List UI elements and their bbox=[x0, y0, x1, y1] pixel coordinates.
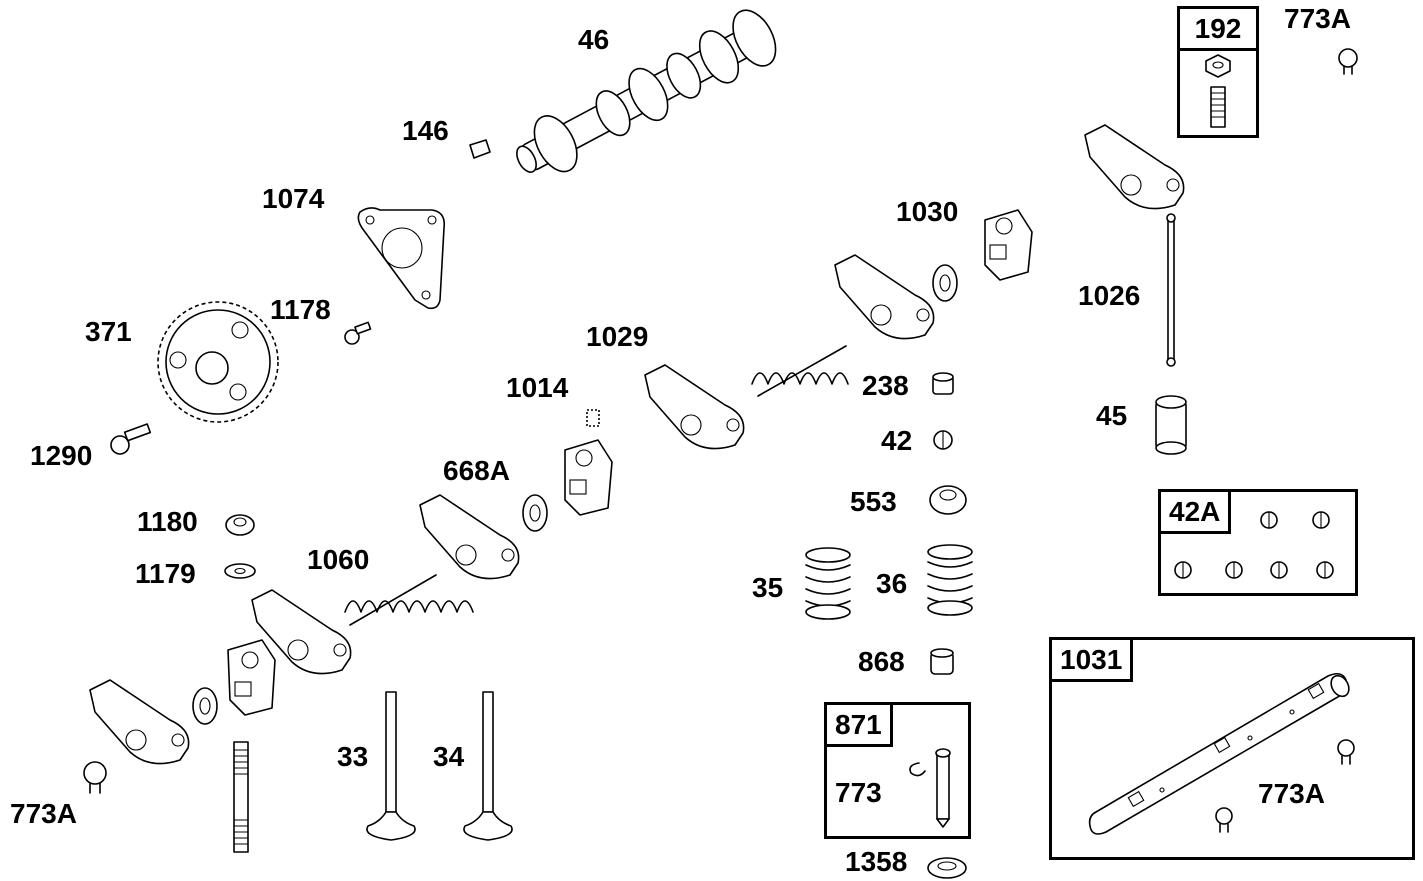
callout-46: 46 bbox=[578, 24, 610, 55]
callout-45: 45 bbox=[1096, 400, 1128, 431]
rocker-shaft-icon bbox=[1088, 672, 1355, 835]
adjuster-screw-icon bbox=[1205, 54, 1231, 128]
support-block-1 bbox=[227, 639, 276, 716]
retainer-part bbox=[929, 485, 967, 515]
support-block-3 bbox=[984, 209, 1033, 281]
callout-1180: 1180 bbox=[137, 506, 198, 537]
rocker-arm-1 bbox=[89, 679, 190, 765]
kit-label-42A: 42A bbox=[1158, 489, 1232, 534]
callout-868: 868 bbox=[858, 646, 905, 677]
kit-box-192: 192 bbox=[1177, 6, 1259, 138]
callout-1358: 1358 bbox=[845, 846, 908, 877]
retaining-ring-left-part bbox=[83, 761, 107, 794]
seal-part bbox=[930, 648, 954, 675]
rocker-arm-3 bbox=[419, 494, 520, 580]
washer-1358-part bbox=[927, 857, 967, 879]
callout-35: 35 bbox=[752, 572, 784, 603]
rocker-arm-2 bbox=[251, 589, 352, 675]
callout-36: 36 bbox=[876, 568, 908, 599]
camshaft-part bbox=[516, 9, 777, 173]
washer-1030-part bbox=[932, 264, 958, 302]
callout-1029: 1029 bbox=[586, 321, 649, 352]
spring-1060-part bbox=[344, 574, 474, 626]
callout-773: 773 bbox=[835, 777, 882, 808]
washer-668A-part bbox=[522, 494, 548, 532]
valve-33-part bbox=[366, 691, 416, 841]
nut-part bbox=[225, 514, 255, 536]
cap-part bbox=[932, 372, 954, 395]
rocker-arm-6 bbox=[1084, 124, 1185, 210]
callout-668A: 668A bbox=[443, 455, 510, 486]
callout-34: 34 bbox=[433, 741, 465, 772]
kit-label-192: 192 bbox=[1177, 6, 1259, 51]
rocker-arm-5 bbox=[834, 254, 935, 340]
valve-spring-35-part bbox=[805, 547, 851, 620]
callout-146: 146 bbox=[402, 115, 449, 146]
callout-238: 238 bbox=[862, 370, 909, 401]
callout-1014: 1014 bbox=[506, 372, 569, 403]
support-block-2 bbox=[564, 439, 613, 516]
key-part bbox=[469, 139, 491, 159]
valve-spring-36-part bbox=[927, 544, 973, 616]
callout-1179: 1179 bbox=[135, 558, 196, 589]
callout-773A-shaft: 773A bbox=[1258, 778, 1325, 809]
rocker-arm-4 bbox=[644, 364, 745, 450]
callout-1074: 1074 bbox=[262, 183, 325, 214]
gasket-part bbox=[357, 207, 446, 310]
bolt-1178-part bbox=[344, 321, 372, 345]
spring-1029-part bbox=[751, 345, 849, 397]
callout-1026: 1026 bbox=[1078, 280, 1141, 311]
valve-34-part bbox=[463, 691, 513, 841]
kit-label-1031: 1031 bbox=[1049, 637, 1134, 682]
kit-box-1031: 1031 773A bbox=[1049, 637, 1415, 860]
kit-box-871: 871 773 bbox=[824, 702, 971, 839]
tappet-part bbox=[1155, 395, 1187, 455]
kit-label-871: 871 bbox=[824, 702, 893, 747]
bolt-1290-part bbox=[110, 423, 152, 455]
callout-1178: 1178 bbox=[270, 294, 331, 325]
callout-553: 553 bbox=[850, 486, 897, 517]
small-spring-part bbox=[586, 409, 600, 427]
retaining-ring-top-part bbox=[1338, 48, 1358, 75]
stud-part bbox=[233, 741, 249, 853]
callout-33: 33 bbox=[337, 741, 369, 772]
gear-part bbox=[157, 301, 279, 423]
callout-1290: 1290 bbox=[30, 440, 93, 471]
callout-1030: 1030 bbox=[896, 196, 959, 227]
washer-left-part bbox=[192, 687, 218, 725]
kit-box-42A: 42A bbox=[1158, 489, 1358, 596]
callout-773A-top: 773A bbox=[1284, 3, 1351, 34]
callout-1060: 1060 bbox=[307, 544, 370, 575]
push-rod-part bbox=[1166, 213, 1176, 367]
callout-42: 42 bbox=[881, 425, 913, 456]
callout-371: 371 bbox=[85, 316, 132, 347]
pin-and-clip-icon bbox=[909, 748, 951, 828]
callout-773A-left: 773A bbox=[10, 798, 77, 829]
washer-1179-part bbox=[224, 563, 256, 579]
keeper-set-icon bbox=[1174, 511, 1334, 579]
